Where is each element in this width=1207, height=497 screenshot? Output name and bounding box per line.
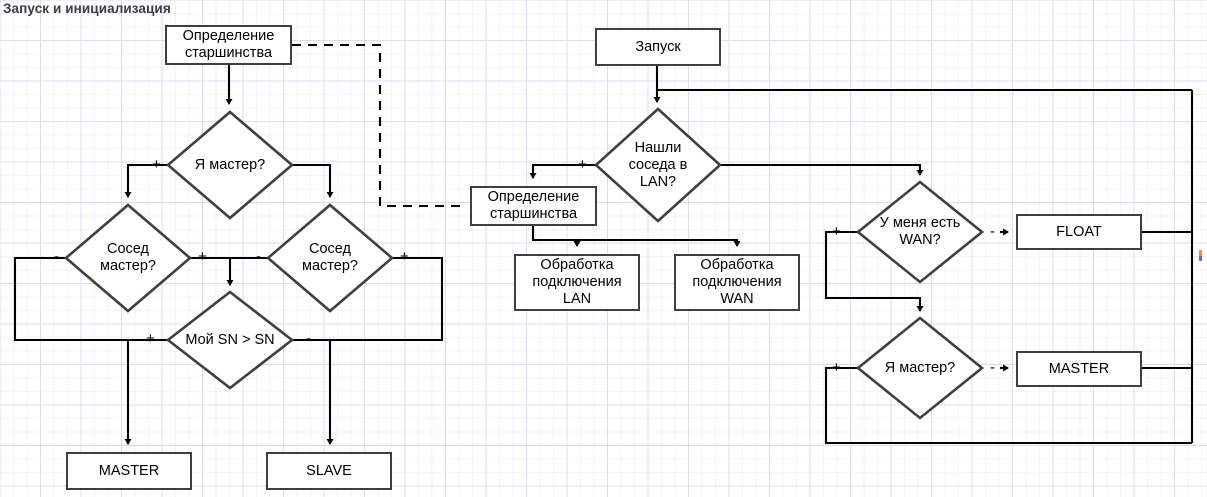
wire-immaster-minus-to-neighborR: [292, 163, 334, 199]
diamond-neighbor-master-right: [265, 203, 395, 313]
wire-neighborR-plus-loop: [230, 256, 444, 342]
node-label: Определение старшинства: [487, 189, 580, 222]
node-label: Определение старшинства: [182, 28, 275, 61]
edge-label-neighborR-plus: +: [400, 248, 409, 265]
page-title: Запуск и инициализация: [3, 1, 171, 16]
edge-label-mysn-minus: -: [306, 330, 311, 347]
wire-havewan-plus-to-immaster: [824, 230, 924, 313]
diamond-neighbor-master-left: [63, 203, 193, 313]
edge-label-im-master-minus: -: [300, 156, 305, 173]
edge-label-wan-plus: +: [832, 223, 841, 240]
wire-immasterR-plus-loop: [824, 366, 1192, 445]
node-slave-left[interactable]: SLAVE: [266, 452, 392, 490]
node-master-left[interactable]: MASTER: [66, 452, 192, 490]
edge-label-immasterR-minus: -: [990, 359, 995, 376]
diamond-found-lan: [594, 107, 722, 223]
edge-label-lan-plus: +: [578, 156, 587, 173]
edge-label-wan-minus: -: [990, 223, 995, 240]
edge-label-neighborL-minus: -: [54, 248, 59, 265]
diamond-im-master-right: [855, 316, 985, 420]
edge-label-mysn-plus: +: [146, 330, 155, 347]
wire-immaster-plus-to-neighborL: [124, 163, 168, 199]
wire-seniority-to-proclan: [531, 226, 581, 248]
edge-label-neighborL-plus: +: [198, 248, 207, 265]
node-seniority-mid[interactable]: Определение старшинства: [470, 186, 597, 226]
node-label: MASTER: [1048, 360, 1110, 377]
wire-mysn-plus-to-master: [124, 338, 168, 446]
node-label: Запуск: [635, 38, 681, 55]
canvas-edge-artifact: [1199, 250, 1202, 261]
diamond-have-wan: [855, 180, 985, 284]
edge-label-immasterR-plus: +: [832, 359, 841, 376]
edge-label-lan-minus: -: [740, 156, 745, 173]
node-seniority-left[interactable]: Определение старшинства: [165, 25, 292, 65]
diamond-my-sn: [165, 290, 295, 390]
node-master-right[interactable]: MASTER: [1016, 351, 1142, 387]
node-label: Обработка подключения LAN: [532, 257, 622, 307]
node-label: Обработка подключения WAN: [692, 257, 782, 307]
wire-seniority-to-procwan: [533, 238, 741, 248]
node-label: MASTER: [98, 462, 160, 479]
node-proc-lan[interactable]: Обработка подключения LAN: [514, 254, 640, 311]
wire-seniority-dashed-link: [292, 43, 465, 208]
wire-foundlan-plus-to-seniority: [529, 163, 596, 180]
edge-label-im-master-plus: +: [152, 156, 161, 173]
node-float[interactable]: FLOAT: [1016, 214, 1142, 250]
edge-label-neighborR-minus: -: [256, 248, 261, 265]
wire-mysn-minus-to-slave: [292, 338, 334, 446]
diamond-im-master-left: [165, 110, 295, 220]
node-label: SLAVE: [306, 462, 352, 479]
wire-foundlan-minus-to-havewan: [720, 163, 924, 177]
wire-neighborL-minus-loop: [13, 256, 230, 342]
node-label: FLOAT: [1056, 223, 1102, 240]
node-proc-wan[interactable]: Обработка подключения WAN: [674, 254, 800, 311]
node-start[interactable]: Запуск: [595, 28, 721, 66]
